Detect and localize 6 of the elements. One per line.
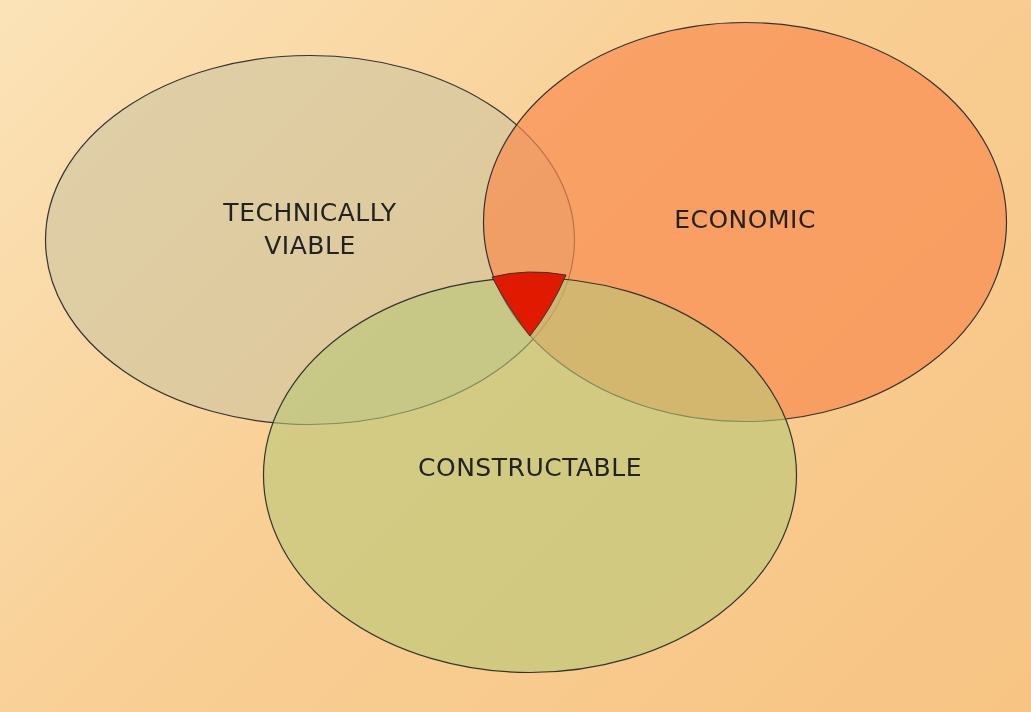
ellipse-label: CONSTRUCTABLE [417, 452, 643, 484]
ellipse-label: TECHNICALLY VIABLE [222, 197, 398, 262]
venn-ellipse [263, 277, 797, 673]
ellipse-label: ECONOMIC [673, 204, 817, 236]
intersection-region [491, 271, 567, 337]
venn-ellipse [483, 22, 1007, 422]
